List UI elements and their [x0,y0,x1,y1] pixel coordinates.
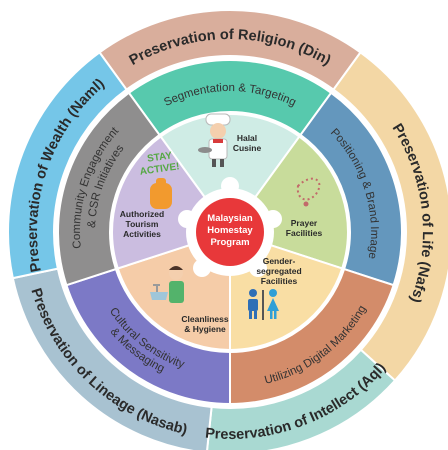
gender-label-line2: segregated [256,266,301,276]
toilet-sign-icon [248,289,279,320]
center-label-line2: Homestay [207,225,253,236]
outer-ring [7,9,448,450]
center-hub: Malaysian Homestay Program [178,177,282,277]
halal-label-line2: Cusine [233,143,262,153]
prayer-beads-icon [296,177,321,207]
hand-washing-icon [150,266,184,303]
inner-labels: Halal Cusine Prayer Facilities Gender- s… [120,133,323,334]
halal-label-line1: Halal [237,133,257,143]
prayer-label-line1: Prayer [291,218,318,228]
hub-bump [249,259,267,277]
tourism-label-line2: Tourism [126,219,159,229]
middle-ring [57,59,403,406]
center-label-line1: Malaysian [207,213,253,224]
middle-sector-community [57,91,161,287]
tourism-label-line1: Authorized [120,209,164,219]
gender-label-line1: Gender- [263,256,296,266]
gender-label-line3: Facilities [261,276,298,286]
stay-active-line1: STAY [147,150,174,164]
hub-bump [193,259,211,277]
center-circle [196,198,264,266]
cleanliness-label-line2: & Hygiene [184,324,226,334]
hub-bump [264,210,282,228]
hub-bump [178,210,196,228]
outer-sector-wealth [7,51,128,280]
center-label-line3: Program [210,237,249,248]
cleanliness-label-line1: Cleanliness [181,314,229,324]
inner-ring [111,113,349,352]
chef-icon [198,113,231,167]
tourism-label-line3: Activities [123,229,161,239]
prayer-label-line2: Facilities [286,228,323,238]
hub-bump [221,177,239,195]
